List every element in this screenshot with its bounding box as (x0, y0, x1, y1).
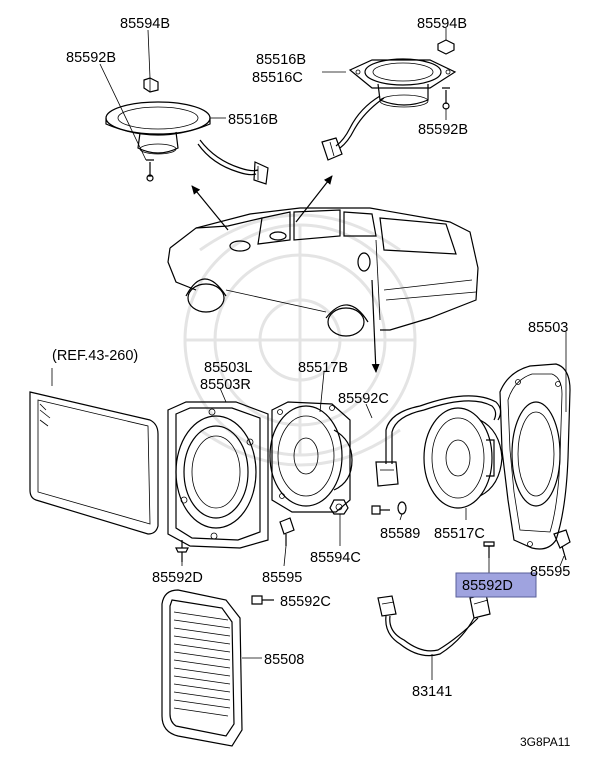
label-85592b-left: 85592B (66, 50, 116, 66)
leader-lines (99, 28, 567, 680)
label-85516b-left: 85516B (228, 112, 278, 128)
speaker-85517b (269, 401, 353, 546)
label-85516b-right: 85516B (256, 52, 306, 68)
label-85592b-right: 85592B (418, 122, 468, 138)
label-85592c-mid: 85592C (338, 391, 389, 407)
part-labels: 85594B 85592B 85516B 85594B 85516B 85516… (52, 16, 571, 749)
label-85594c: 85594C (310, 550, 361, 566)
label-83141: 83141 (412, 684, 452, 700)
label-85517b: 85517B (298, 360, 348, 376)
station-wagon-car (167, 207, 479, 337)
speaker-bracket-85503l (167, 401, 269, 562)
label-ref-43-260: (REF.43-260) (52, 348, 138, 364)
label-85594b-left: 85594B (120, 16, 170, 32)
label-85595-right: 85595 (530, 564, 570, 580)
label-85517c: 85517C (434, 526, 485, 542)
label-85516c-right: 85516C (252, 70, 303, 86)
label-85503: 85503 (528, 320, 568, 336)
label-85503r: 85503R (200, 377, 251, 393)
speaker-wire-85589 (371, 395, 502, 515)
label-85595-left: 85595 (262, 570, 302, 586)
door-glass-panel (29, 368, 159, 535)
label-85592c-low: 85592C (280, 594, 331, 610)
watermark-emblem (183, 213, 417, 467)
grille-slats (173, 611, 231, 717)
speaker-85516b-right (321, 39, 457, 161)
wire-harness-83141 (377, 593, 491, 657)
speaker-85516b-left (105, 77, 269, 185)
label-85592d-left: 85592D (152, 570, 203, 586)
highlight-box (455, 572, 537, 598)
speaker-bracket-85503 (499, 363, 571, 561)
label-85592d-highlight: 85592D (462, 578, 513, 594)
speaker-grille-85508 (161, 589, 274, 747)
diagram-code: 3G8PA11 (520, 735, 571, 749)
label-85503l: 85503L (204, 360, 252, 376)
label-85508: 85508 (264, 652, 304, 668)
label-85589: 85589 (380, 526, 420, 542)
speaker-85517c (423, 407, 503, 558)
label-85594b-right: 85594B (417, 16, 467, 32)
